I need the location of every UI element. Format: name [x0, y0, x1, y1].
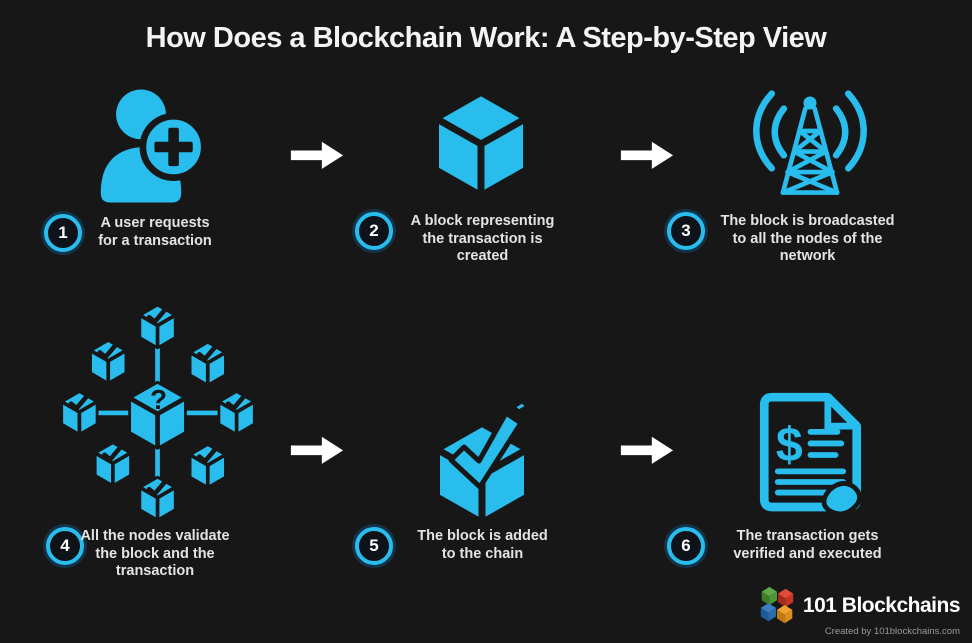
step-caption: The block is added to the chain [417, 528, 548, 562]
footer-brand: 101 Blockchains Created by 101blockchain… [755, 584, 961, 637]
brand-cubes-icon [755, 584, 799, 628]
arrow-right-icon [288, 136, 346, 174]
arrow-right-icon [288, 431, 346, 469]
step-caption: A block representing the transaction is … [410, 213, 555, 265]
step-number-badge: 4 [46, 527, 84, 565]
arrow-right-icon [618, 136, 676, 174]
step-number-badge: 1 [44, 214, 82, 252]
arrow-right-icon [618, 431, 676, 469]
block-cube-icon [431, 92, 531, 196]
step-caption: A user requests for a transaction [98, 215, 212, 249]
block-check-icon [426, 393, 538, 525]
step-number-badge: 5 [355, 527, 393, 565]
svg-text:?: ? [150, 384, 167, 415]
svg-text:$: $ [776, 418, 803, 472]
user-plus-icon [95, 86, 210, 206]
step-caption: The transaction gets verified and execut… [733, 528, 882, 562]
transaction-receipt-icon: $ [745, 390, 875, 520]
step-caption: All the nodes validate the block and the… [80, 528, 230, 580]
nodes-validation-icon: ? [58, 303, 258, 522]
broadcast-tower-icon [740, 88, 880, 202]
brand-credit: Created by 101blockchains.com [824, 626, 960, 637]
step-number-badge: 6 [667, 527, 705, 565]
step-caption: The block is broadcasted to all the node… [720, 213, 895, 265]
step-number-badge: 2 [355, 212, 393, 250]
step-number-badge: 3 [667, 212, 705, 250]
page-title: How Does a Blockchain Work: A Step-by-St… [145, 22, 827, 54]
brand-name: 101 Blockchains [802, 594, 961, 617]
